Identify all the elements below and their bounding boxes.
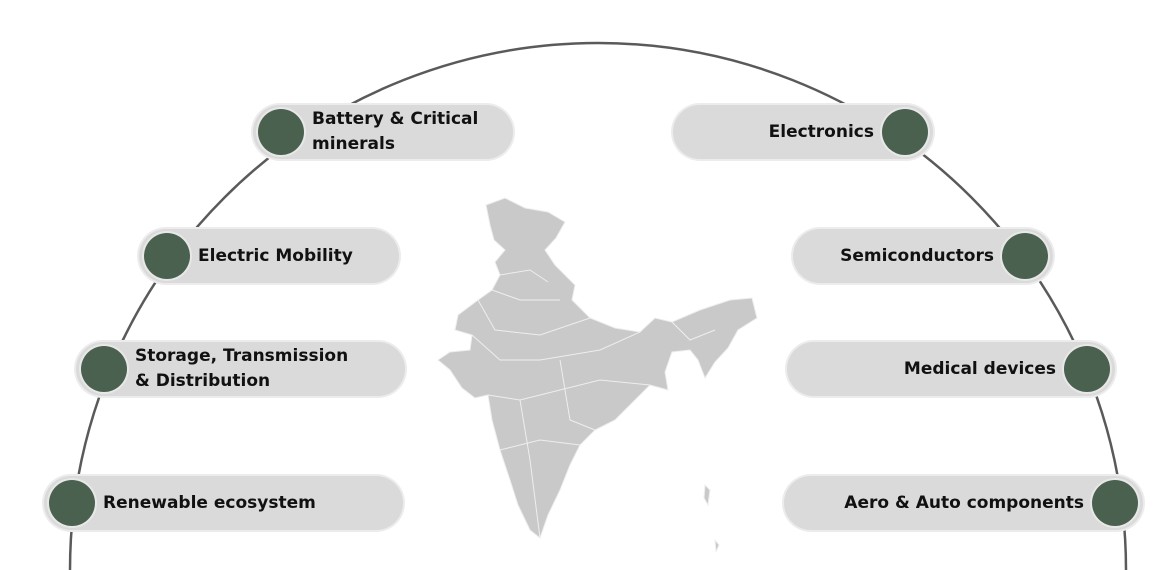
- sector-label: Aero & Auto components: [844, 492, 1084, 513]
- india-map-icon: [437, 197, 758, 553]
- sector-renewable-ecosystem: Renewable ecosystem: [44, 476, 403, 530]
- sector-label: Medical devices: [903, 358, 1056, 379]
- bullet-icon: [144, 233, 190, 279]
- sector-battery-critical-minerals: Battery & Critical minerals: [253, 105, 513, 159]
- bullet-icon: [882, 109, 928, 155]
- sector-label: Renewable ecosystem: [103, 492, 316, 513]
- sector-label: Storage, Transmission & Distribution: [135, 346, 349, 391]
- sector-medical-devices: Medical devices: [787, 342, 1115, 396]
- sector-electronics: Electronics: [673, 105, 933, 159]
- sector-electric-mobility: Electric Mobility: [139, 229, 399, 283]
- sector-label: Electric Mobility: [198, 245, 353, 266]
- sector-label: Semiconductors: [840, 245, 994, 266]
- sector-label: Battery & Critical minerals: [312, 109, 479, 154]
- bullet-icon: [258, 109, 304, 155]
- arc: [68, 41, 1128, 570]
- sector-semiconductors: Semiconductors: [793, 229, 1053, 283]
- bullet-icon: [1092, 480, 1138, 526]
- sector-aero-auto-components: Aero & Auto components: [784, 476, 1143, 530]
- sector-label: Electronics: [768, 121, 874, 142]
- sector-storage-transmission-distribution: Storage, Transmission & Distribution: [76, 342, 405, 396]
- bullet-icon: [1064, 346, 1110, 392]
- bullet-icon: [49, 480, 95, 526]
- bullet-icon: [1002, 233, 1048, 279]
- bullet-icon: [81, 346, 127, 392]
